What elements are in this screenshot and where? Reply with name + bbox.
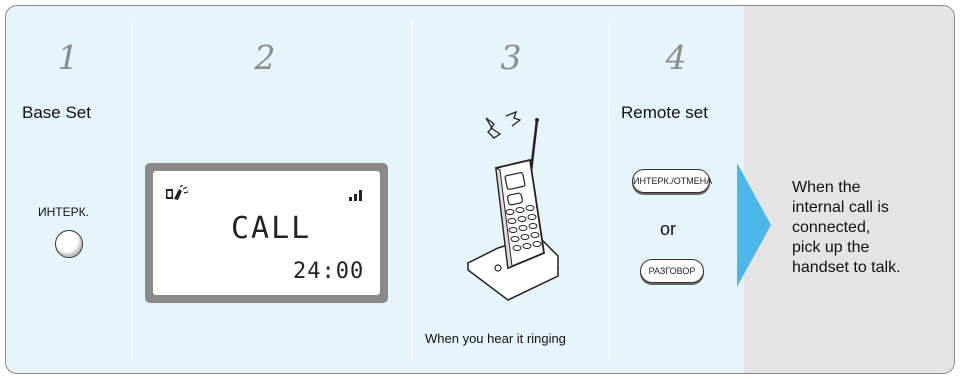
lcd-call-text: CALL (231, 211, 311, 246)
lcd-time-text: 24:00 (293, 259, 364, 284)
step-title-remote-set: Remote set (621, 103, 708, 123)
handset-status-icon (165, 185, 191, 203)
step-number-2: 2 (245, 38, 285, 77)
talk-button[interactable]: РАЗГОВОР (640, 259, 704, 283)
step-number-3: 3 (491, 38, 531, 77)
step3-caption: When you hear it ringing (425, 331, 566, 346)
step-title-base-set: Base Set (22, 103, 91, 123)
or-text: or (660, 219, 676, 240)
signal-strength-icon (348, 189, 364, 201)
arrow-right-icon (737, 163, 771, 287)
step-number-4: 4 (656, 38, 696, 77)
base-button-label: ИНТЕРК. (38, 205, 89, 219)
divider (608, 20, 609, 360)
divider (412, 20, 413, 360)
result-instruction-text: When the internal call is connected, pic… (792, 178, 901, 278)
lcd-display: CALL 24:00 (145, 163, 388, 303)
intercom-cancel-button[interactable]: ИНТЕРК./ОТМЕНА (632, 169, 710, 193)
ringing-handset-illustration (458, 108, 568, 308)
step-number-1: 1 (48, 38, 88, 77)
base-intercom-button[interactable] (55, 230, 83, 258)
divider (131, 20, 132, 360)
